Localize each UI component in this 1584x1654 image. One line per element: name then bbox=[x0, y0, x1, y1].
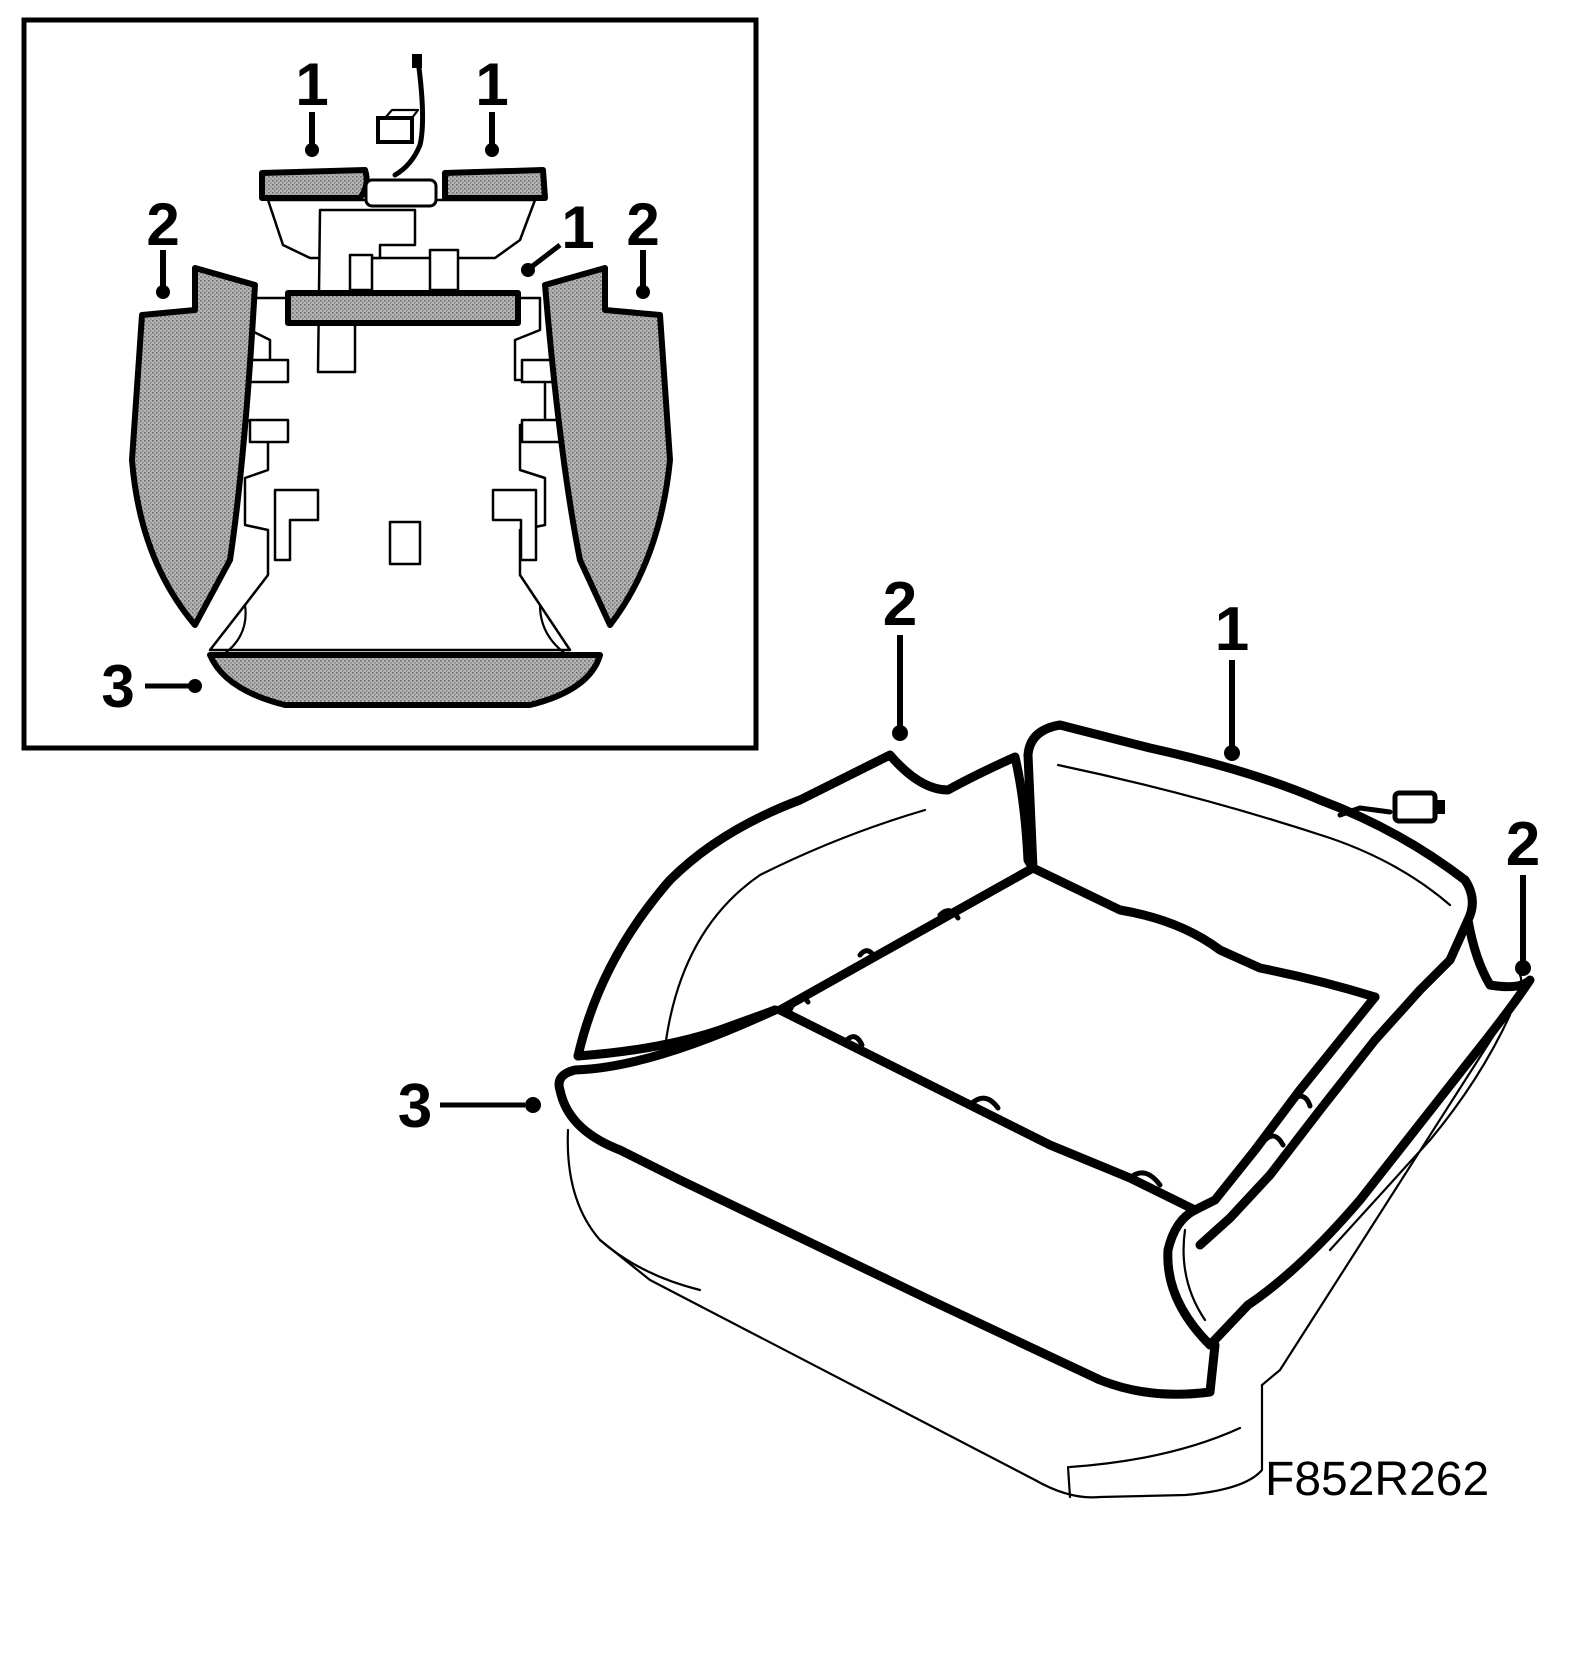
inset-leaders bbox=[145, 112, 650, 693]
inset-panel: 1 1 1 2 2 3 bbox=[21, 17, 759, 751]
main-seat-illustration bbox=[554, 720, 1535, 1499]
inset-connector bbox=[376, 54, 426, 178]
inset-pad-front bbox=[207, 652, 603, 708]
main-callout-2-left: 2 bbox=[883, 570, 917, 639]
main-connector bbox=[1337, 790, 1445, 824]
inset-heater-pads bbox=[129, 167, 673, 708]
inset-callout-2-left: 2 bbox=[146, 191, 179, 258]
inset-callout-1-left: 1 bbox=[295, 51, 328, 118]
main-callout-3: 3 bbox=[398, 1072, 432, 1141]
inset-seat-frame bbox=[208, 198, 577, 662]
inset-callout-1-center: 1 bbox=[561, 194, 594, 261]
main-leaders bbox=[440, 635, 1531, 1113]
inset-callout-3: 3 bbox=[101, 653, 134, 720]
inset-pad-side-right bbox=[542, 265, 673, 628]
inset-callout-1-right: 1 bbox=[475, 51, 508, 118]
inset-pad-rear-left bbox=[259, 167, 370, 201]
inset-pad-center bbox=[285, 290, 521, 326]
main-callout-2-right: 2 bbox=[1506, 810, 1540, 879]
inset-pad-rear-right bbox=[442, 167, 548, 201]
inset-pad-side-left bbox=[129, 265, 258, 628]
main-callout-1: 1 bbox=[1215, 595, 1249, 664]
figure-code: F852R262 bbox=[1265, 1453, 1489, 1506]
inset-callout-2-right: 2 bbox=[626, 191, 659, 258]
